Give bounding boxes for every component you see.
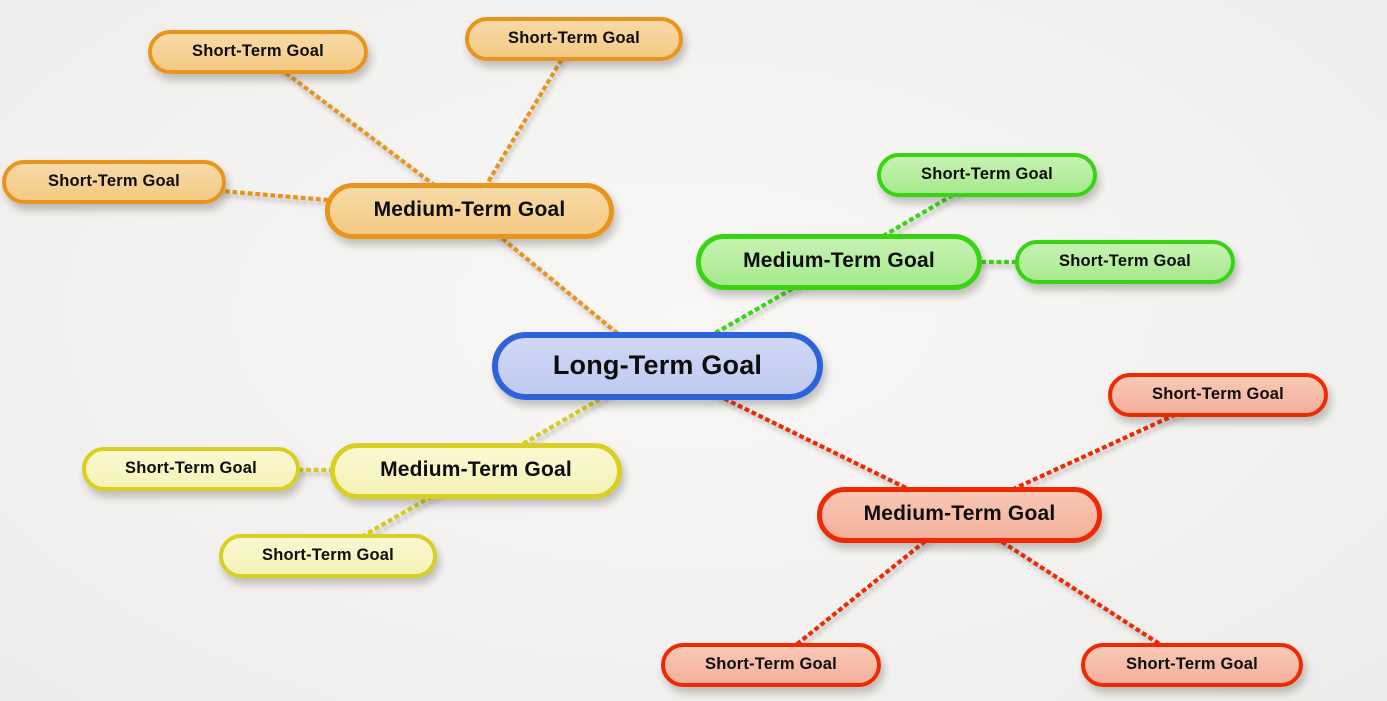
node-medium-term-goal-top-left[interactable]: Medium-Term Goal — [325, 183, 614, 239]
node-short-term-goal-orange-upper[interactable]: Short-Term Goal — [148, 30, 368, 74]
node-short-term-goal-red-bottom-left[interactable]: Short-Term Goal — [661, 643, 881, 687]
node-short-term-goal-red-upper-right[interactable]: Short-Term Goal — [1108, 373, 1328, 417]
node-short-label: Short-Term Goal — [192, 41, 324, 60]
node-medium-label: Medium-Term Goal — [863, 502, 1056, 525]
node-medium-label: Medium-Term Goal — [380, 458, 572, 481]
node-short-label: Short-Term Goal — [1126, 654, 1258, 673]
node-short-label: Short-Term Goal — [125, 458, 257, 477]
node-short-label: Short-Term Goal — [262, 545, 394, 564]
node-short-term-goal-red-bottom-right[interactable]: Short-Term Goal — [1081, 643, 1303, 687]
node-short-label: Short-Term Goal — [921, 164, 1053, 183]
node-short-term-goal-green-right[interactable]: Short-Term Goal — [1015, 240, 1235, 284]
node-medium-term-goal-bottom-left[interactable]: Medium-Term Goal — [330, 443, 622, 499]
edge-orange-to-short-top — [467, 36, 577, 215]
node-short-term-goal-yellow-bottom[interactable]: Short-Term Goal — [219, 534, 437, 578]
node-short-label: Short-Term Goal — [508, 28, 640, 47]
node-medium-term-goal-top-right[interactable]: Medium-Term Goal — [696, 234, 982, 290]
node-short-label: Short-Term Goal — [48, 171, 180, 190]
node-short-label: Short-Term Goal — [705, 654, 837, 673]
node-short-term-goal-orange-left[interactable]: Short-Term Goal — [2, 160, 226, 204]
node-short-label: Short-Term Goal — [1059, 251, 1191, 270]
node-long-term-goal-label: Long-Term Goal — [552, 349, 763, 380]
node-short-label: Short-Term Goal — [1152, 384, 1284, 403]
node-medium-term-goal-bottom-right[interactable]: Medium-Term Goal — [817, 487, 1102, 543]
node-short-term-goal-green-top[interactable]: Short-Term Goal — [877, 153, 1097, 197]
node-short-term-goal-orange-top[interactable]: Short-Term Goal — [465, 17, 683, 61]
node-medium-label: Medium-Term Goal — [373, 198, 566, 221]
node-medium-label: Medium-Term Goal — [743, 249, 935, 272]
node-long-term-goal[interactable]: Long-Term Goal — [492, 332, 823, 400]
node-short-term-goal-yellow-left[interactable]: Short-Term Goal — [82, 447, 300, 491]
